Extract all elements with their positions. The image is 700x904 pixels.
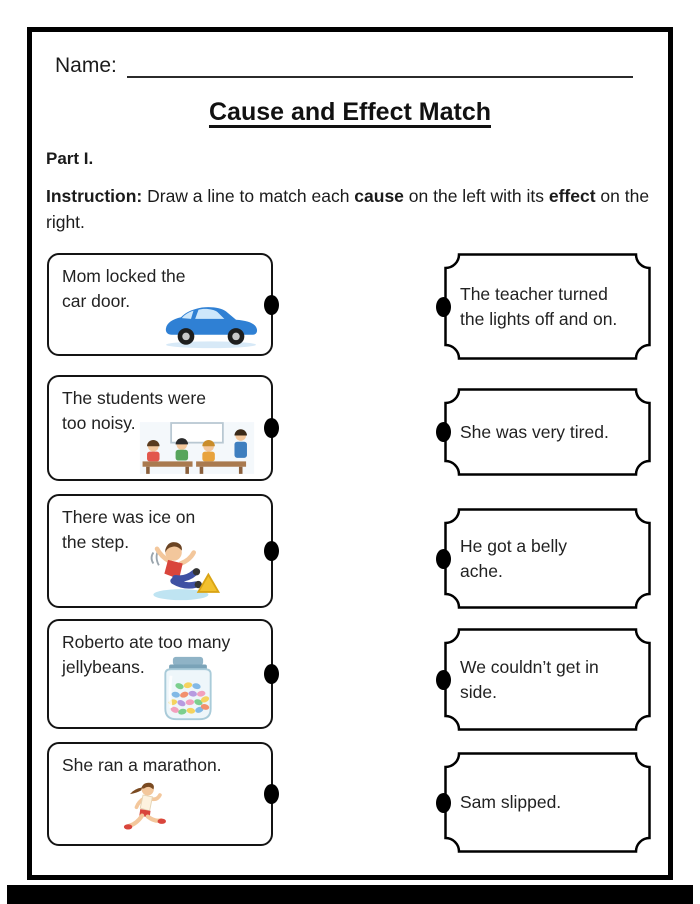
instruction-seg2: on the left with its [403, 186, 549, 206]
slipping-boy-icon [145, 536, 225, 602]
cause-box-2: The students were too noisy. [47, 375, 279, 481]
effect-text-5: Sam slipped. [460, 792, 562, 813]
cause-dot-4[interactable] [264, 664, 279, 684]
effect-text-3: He got a belly ache. [460, 535, 568, 581]
name-label: Name: [55, 54, 117, 77]
cause-box-3: There was ice on the step. [47, 494, 279, 608]
instruction-seg3: on the right. [46, 186, 650, 233]
effect-box-4: We couldn’t get in side. [436, 628, 651, 731]
effect-dot-2[interactable] [436, 422, 451, 442]
jellybean-jar-icon [149, 655, 227, 723]
page-title: Cause and Effect Match [208, 98, 491, 126]
effect-box-2: She was very tired. [436, 388, 651, 476]
ticket-border [444, 752, 651, 853]
ticket-border [444, 388, 651, 476]
effect-dot-5[interactable] [436, 792, 451, 813]
cause-box-5: She ran a marathon. [47, 742, 279, 846]
name-row: Name: [55, 52, 633, 78]
cause-box-4: Roberto ate too many jellybeans. [47, 619, 279, 729]
effect-box-1: The teacher turned the lights off and on… [436, 253, 651, 360]
cause-dot-3[interactable] [264, 541, 279, 561]
effect-text-1: The teacher turned the lights off and on… [460, 283, 618, 329]
cause-text-2: The students were too noisy. [62, 388, 206, 433]
cause-dot-1[interactable] [264, 294, 279, 315]
instruction: Instruction: Draw a line to match each c… [46, 183, 658, 236]
cause-dot-2[interactable] [264, 418, 279, 438]
instruction-label: Instruction: [46, 186, 143, 206]
effect-text-4: We couldn’t get in side. [460, 656, 599, 702]
cause-dot-5[interactable] [264, 784, 279, 804]
cause-text-3: There was ice on the step. [62, 507, 196, 552]
footer-bar [7, 885, 693, 904]
cause-text-5: She ran a marathon. [62, 755, 222, 775]
instruction-effect-word: effect [548, 186, 596, 206]
effect-box-3: He got a belly ache. [436, 508, 651, 609]
cause-text-1: Mom locked the car door. [62, 266, 186, 311]
ticket-border [444, 508, 651, 609]
title-wrap: Cause and Effect Match [0, 98, 700, 127]
classroom-icon [139, 420, 255, 476]
cause-box-1: Mom locked the car door. [47, 253, 279, 356]
name-input-line[interactable] [126, 52, 633, 78]
effect-box-5: Sam slipped. [436, 752, 651, 853]
instruction-cause-word: cause [354, 186, 404, 206]
ticket-border [444, 253, 651, 360]
instruction-seg1: Draw a line to match each [142, 186, 355, 206]
effect-dot-1[interactable] [436, 296, 451, 317]
part-label: Part I. [46, 149, 94, 168]
effect-dot-3[interactable] [436, 548, 451, 569]
effect-dot-4[interactable] [436, 669, 451, 690]
ticket-border [444, 628, 651, 731]
cause-text-4: Roberto ate too many jellybeans. [62, 632, 231, 677]
effect-text-2: She was very tired. [460, 421, 609, 442]
car-icon [161, 303, 261, 349]
running-girl-icon [119, 781, 169, 839]
